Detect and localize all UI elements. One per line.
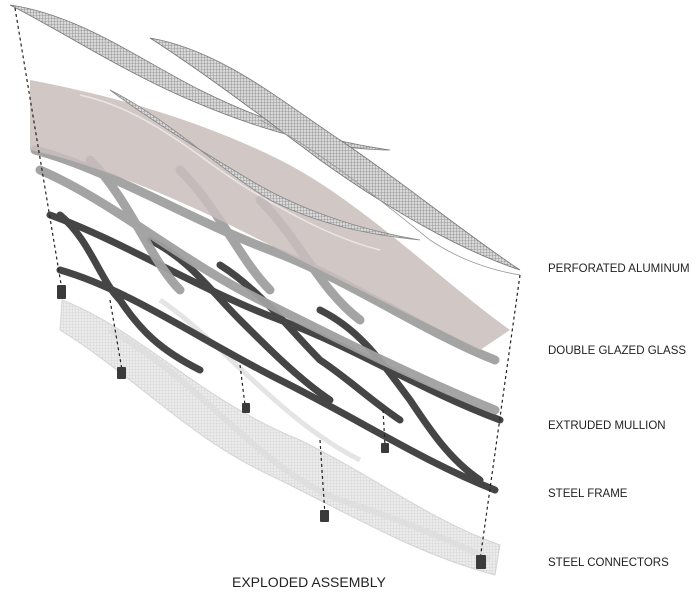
layer-label-perforated-aluminum: PERFORATED ALUMINUM	[548, 263, 690, 275]
steel-frame-layer	[46, 211, 504, 494]
layer-label-extruded-mullion: EXTRUDED MULLION	[548, 420, 666, 432]
diagram-caption: EXPLODED ASSEMBLY	[232, 574, 386, 590]
steel-connectors	[57, 285, 486, 569]
ghost-panel-layer	[59, 297, 501, 576]
double-glazed-glass-layer	[30, 80, 510, 350]
layer-label-steel-frame: STEEL FRAME	[548, 488, 628, 500]
dashed-guide-lines	[14, 7, 521, 561]
layer-label-double-glazed-glass: DOUBLE GLAZED GLASS	[548, 345, 687, 357]
layer-label-steel-connectors: STEEL CONNECTORS	[548, 557, 669, 569]
perforated-aluminum-layer	[9, 4, 521, 276]
